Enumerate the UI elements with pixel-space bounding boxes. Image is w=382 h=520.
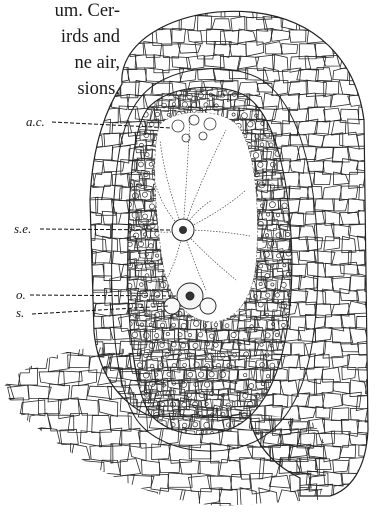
secondary-nucleolus bbox=[179, 226, 187, 234]
label-se: s.e. bbox=[14, 221, 31, 237]
label-ac: a.c. bbox=[26, 114, 45, 130]
label-o: o. bbox=[16, 287, 26, 303]
label-s: s. bbox=[16, 305, 24, 321]
